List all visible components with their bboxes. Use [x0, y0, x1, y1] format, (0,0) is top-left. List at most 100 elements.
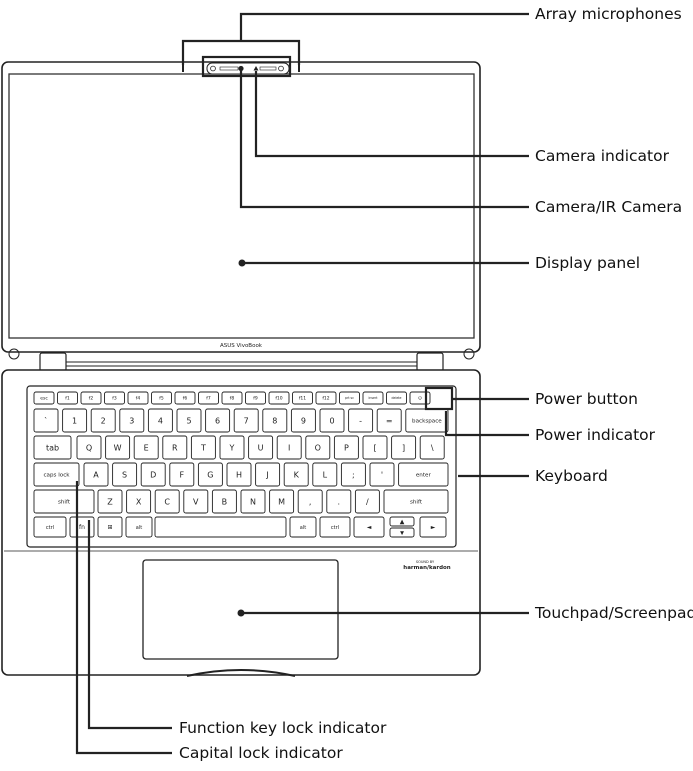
- label-power-indicator: Power indicator: [535, 426, 656, 444]
- key-shift-row-1: [97, 489, 123, 514]
- line-capital-lock: [75, 481, 172, 755]
- key-label-num-row-3: 3: [129, 416, 134, 425]
- key-label-num-row-13: backspace: [412, 418, 442, 424]
- key-label-fn-row-9: f9: [253, 396, 258, 402]
- key-label-qwerty-row-8: I: [288, 443, 290, 452]
- bezel-logo: ASUS VivoBook: [220, 343, 263, 349]
- key-label-home-row-4: F: [179, 470, 184, 479]
- key-fn-row-7: [198, 391, 219, 405]
- key-qwerty-row-3: [133, 435, 159, 460]
- touchpad: [142, 559, 339, 660]
- key-label-home-row-12: enter: [416, 472, 432, 478]
- key-bottom-row-5: [289, 516, 317, 538]
- speaker-logo-top: SOUND BY: [416, 560, 435, 564]
- key-num-row-9: [290, 408, 316, 433]
- key-qwerty-row-8: [276, 435, 302, 460]
- line-function-lock: [87, 520, 172, 730]
- key-num-row-12: [376, 408, 402, 433]
- key-label-bottom-row-1: fn: [79, 524, 85, 531]
- key-shift-row-4: [183, 489, 209, 514]
- key-label-home-row-7: J: [265, 470, 268, 479]
- key-shift-row-2: [126, 489, 152, 514]
- key-label-qwerty-row-5: T: [200, 443, 206, 452]
- key-qwerty-row-0: [33, 435, 72, 460]
- key-shift-row-11: [383, 489, 449, 514]
- key-qwerty-row-5: [190, 435, 216, 460]
- key-label-arrow-down: ▼: [400, 530, 404, 536]
- key-shift-row-10: [354, 489, 380, 514]
- key-home-row-1: [83, 462, 109, 487]
- key-bottom-row-7: [353, 516, 385, 538]
- lid-foot-right: [463, 348, 475, 360]
- key-fn-row-0: [33, 391, 55, 405]
- key-label-shift-row-8: ,: [309, 497, 312, 506]
- key-home-row-2: [112, 462, 138, 487]
- key-label-fn-row-11: f11: [299, 396, 306, 402]
- key-label-qwerty-row-6: Y: [229, 443, 235, 452]
- camera-module: [206, 62, 290, 75]
- key-home-row-10: [340, 462, 366, 487]
- key-label-shift-row-9: .: [338, 497, 341, 506]
- key-bottom-row-6: [319, 516, 351, 538]
- key-home-row-5: [197, 462, 223, 487]
- key-label-num-row-5: 5: [186, 416, 191, 425]
- key-label-home-row-9: L: [323, 470, 328, 479]
- key-label-fn-row-2: f2: [89, 396, 94, 402]
- label-power-button: Power button: [535, 390, 638, 408]
- key-label-shift-row-11: shift: [410, 499, 423, 505]
- key-qwerty-row-10: [333, 435, 359, 460]
- key-label-num-row-10: 0: [329, 416, 334, 425]
- key-label-fn-row-7: f7: [206, 396, 211, 402]
- key-fn-row-5: [151, 391, 172, 405]
- key-fn-row-1: [57, 391, 78, 405]
- key-label-shift-row-7: M: [278, 497, 285, 506]
- key-shift-row-9: [326, 489, 352, 514]
- key-label-qwerty-row-12: ]: [402, 443, 405, 452]
- key-label-fn-row-14: insert: [369, 396, 379, 400]
- key-label-qwerty-row-13: \: [431, 443, 434, 452]
- key-label-num-row-7: 7: [244, 416, 249, 425]
- key-fn-row-9: [245, 391, 266, 405]
- key-label-home-row-2: S: [122, 470, 127, 479]
- line-array-microphones: [181, 12, 529, 65]
- key-home-row-8: [283, 462, 309, 487]
- key-fn-row-10: [268, 391, 290, 405]
- key-label-bottom-row-9: ►: [431, 524, 436, 531]
- key-num-row-7: [233, 408, 259, 433]
- key-qwerty-row-13: [419, 435, 445, 460]
- label-camera-indicator: Camera indicator: [535, 147, 669, 165]
- key-shift-row-5: [211, 489, 237, 514]
- base-front-notch: [186, 669, 296, 677]
- key-label-qwerty-row-9: O: [315, 443, 321, 452]
- key-label-bottom-row-7: ◄: [367, 524, 372, 531]
- key-label-num-row-1: 1: [72, 416, 77, 425]
- camera-highlight-box: [201, 55, 292, 78]
- line-power-indicator: [444, 411, 529, 437]
- key-label-shift-row-5: B: [222, 497, 228, 506]
- ambient-sensor-icon: [278, 65, 284, 72]
- key-label-fn-row-10: f10: [275, 396, 282, 402]
- key-label-shift-row-2: X: [136, 497, 142, 506]
- key-label-fn-row-15: delete: [392, 396, 402, 400]
- key-fn-row-14: [362, 391, 384, 405]
- key-bottom-row-0: [33, 516, 67, 538]
- key-fn-row-8: [221, 391, 243, 405]
- ir-sensor-icon: [210, 65, 216, 72]
- key-label-home-row-5: G: [207, 470, 213, 479]
- hinge-bar: [66, 361, 417, 367]
- key-label-bottom-row-8: ▲: [400, 519, 405, 526]
- key-label-bottom-row-5: alt: [300, 525, 306, 531]
- key-bottom-row-4: [154, 516, 287, 538]
- key-label-shift-row-1: Z: [107, 497, 113, 506]
- callout-lines: [75, 12, 529, 755]
- camera-indicator-icon: [253, 66, 259, 71]
- key-label-bottom-row-6: ctrl: [331, 525, 339, 531]
- label-display-panel: Display panel: [535, 254, 641, 272]
- key-shift-row-6: [240, 489, 266, 514]
- key-label-fn-row-8: f8: [230, 396, 235, 402]
- key-num-row-0: [33, 408, 59, 433]
- key-label-fn-row-0: esc: [40, 397, 48, 402]
- key-home-row-0: [33, 462, 80, 487]
- key-label-qwerty-row-3: E: [144, 443, 149, 452]
- key-label-fn-row-6: f6: [183, 396, 188, 402]
